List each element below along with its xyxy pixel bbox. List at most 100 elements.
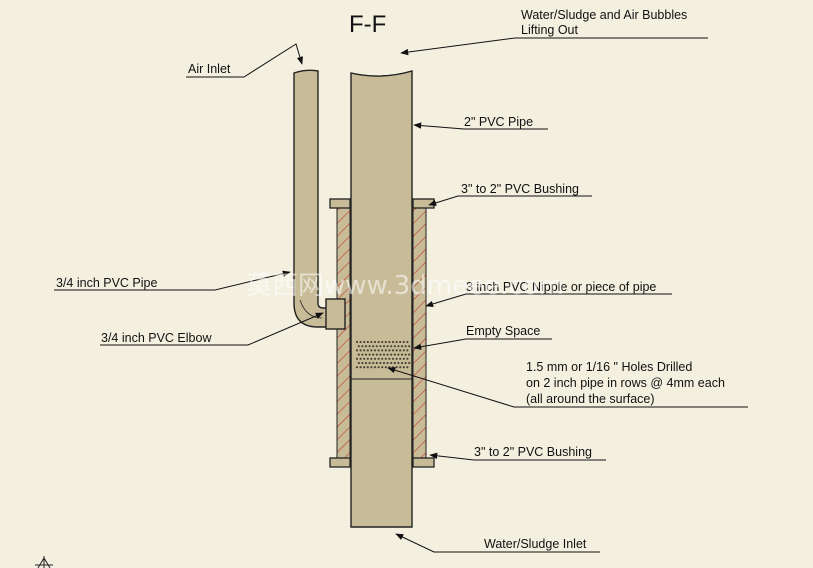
hole (359, 366, 362, 369)
hole (391, 340, 395, 344)
hole (384, 349, 387, 352)
leader-nipple (425, 293, 672, 307)
leader-elbow (100, 312, 324, 346)
nipple-wall-left (336, 205, 351, 462)
hole (370, 357, 373, 360)
hole (390, 353, 393, 356)
hole (382, 353, 386, 356)
hole (395, 357, 398, 360)
hole (399, 349, 402, 352)
hole (355, 340, 359, 344)
hole (364, 345, 368, 348)
hole (395, 349, 398, 352)
bushing-bottom-left (329, 457, 351, 468)
hole (375, 345, 378, 348)
hole (391, 366, 395, 369)
hole (379, 361, 382, 365)
hole (399, 340, 402, 344)
hole (379, 353, 382, 356)
label-bushing-bottom: 3" to 2" PVC Bushing (474, 445, 592, 459)
hole (404, 345, 407, 348)
hole (361, 353, 364, 356)
hole (393, 353, 396, 356)
label-bushing-top: 3" to 2" PVC Bushing (461, 182, 579, 196)
leader-air-inlet (186, 43, 303, 78)
hole (397, 345, 400, 348)
hole (368, 361, 371, 365)
hole (377, 357, 380, 360)
hole (384, 340, 387, 344)
hole (399, 366, 402, 369)
hole (391, 349, 395, 352)
hole (370, 349, 373, 352)
hole (355, 349, 359, 352)
hole (364, 361, 368, 365)
hole (357, 345, 360, 348)
drilled-holes (355, 340, 411, 369)
pvc-pipe-3-4-inch (293, 69, 342, 328)
label-pvc-pipe-2in: 2" PVC Pipe (464, 115, 533, 129)
hole (382, 345, 386, 348)
hole (377, 366, 380, 369)
hole (408, 345, 411, 348)
pvc-elbow-3-4-inch (325, 298, 346, 330)
hole (381, 340, 384, 344)
leader-empty-space (413, 338, 552, 350)
label-air-inlet: Air Inlet (188, 62, 231, 76)
hole (406, 357, 409, 360)
leader-3-4-pipe (54, 270, 291, 291)
hole (393, 345, 396, 348)
hole (386, 353, 389, 356)
hole (375, 353, 378, 356)
hole (395, 366, 398, 369)
hole (406, 349, 409, 352)
hole (384, 366, 387, 369)
hole (366, 366, 369, 369)
hole (400, 361, 404, 365)
hole (399, 357, 402, 360)
hole (355, 366, 359, 369)
hole (391, 357, 395, 360)
label-water-inlet: Water/Sludge Inlet (484, 537, 587, 551)
hole (381, 349, 384, 352)
hole (361, 345, 364, 348)
hole (355, 357, 359, 360)
hole (363, 340, 366, 344)
hole (373, 349, 377, 352)
hole (366, 357, 369, 360)
nipple-wall-right (412, 205, 427, 462)
hole (373, 340, 377, 344)
leader-water-air-out (400, 37, 708, 56)
leader-holes (387, 367, 748, 408)
hole (357, 353, 360, 356)
hole (366, 349, 369, 352)
hole (357, 361, 360, 365)
hole (400, 353, 404, 356)
hole (393, 361, 396, 365)
hole (372, 345, 375, 348)
label-nipple-3in: 3 inch PVC Nipple or piece of pipe (466, 280, 656, 294)
leader-pvc-pipe (413, 122, 548, 130)
label-water-air-out-2: Lifting Out (521, 23, 579, 37)
hole (381, 357, 384, 360)
hole (386, 361, 389, 365)
hole (372, 361, 375, 365)
hole (363, 357, 366, 360)
bushing-top-right (412, 198, 435, 209)
hole (377, 349, 380, 352)
pipe-top-cut (350, 70, 413, 77)
hole (386, 345, 389, 348)
bushing-top-left (329, 198, 351, 209)
hole (388, 340, 391, 344)
leader-bushing-bottom (429, 452, 606, 461)
bushing-bottom-right (412, 457, 435, 468)
hole (402, 357, 405, 360)
label-pvc-elbow-34: 3/4 inch PVC Elbow (101, 331, 212, 345)
axis-symbol-icon (35, 556, 53, 568)
hole (364, 353, 368, 356)
hole (382, 361, 386, 365)
hole (397, 353, 400, 356)
leader-water-inlet (395, 533, 600, 553)
hole (388, 357, 391, 360)
